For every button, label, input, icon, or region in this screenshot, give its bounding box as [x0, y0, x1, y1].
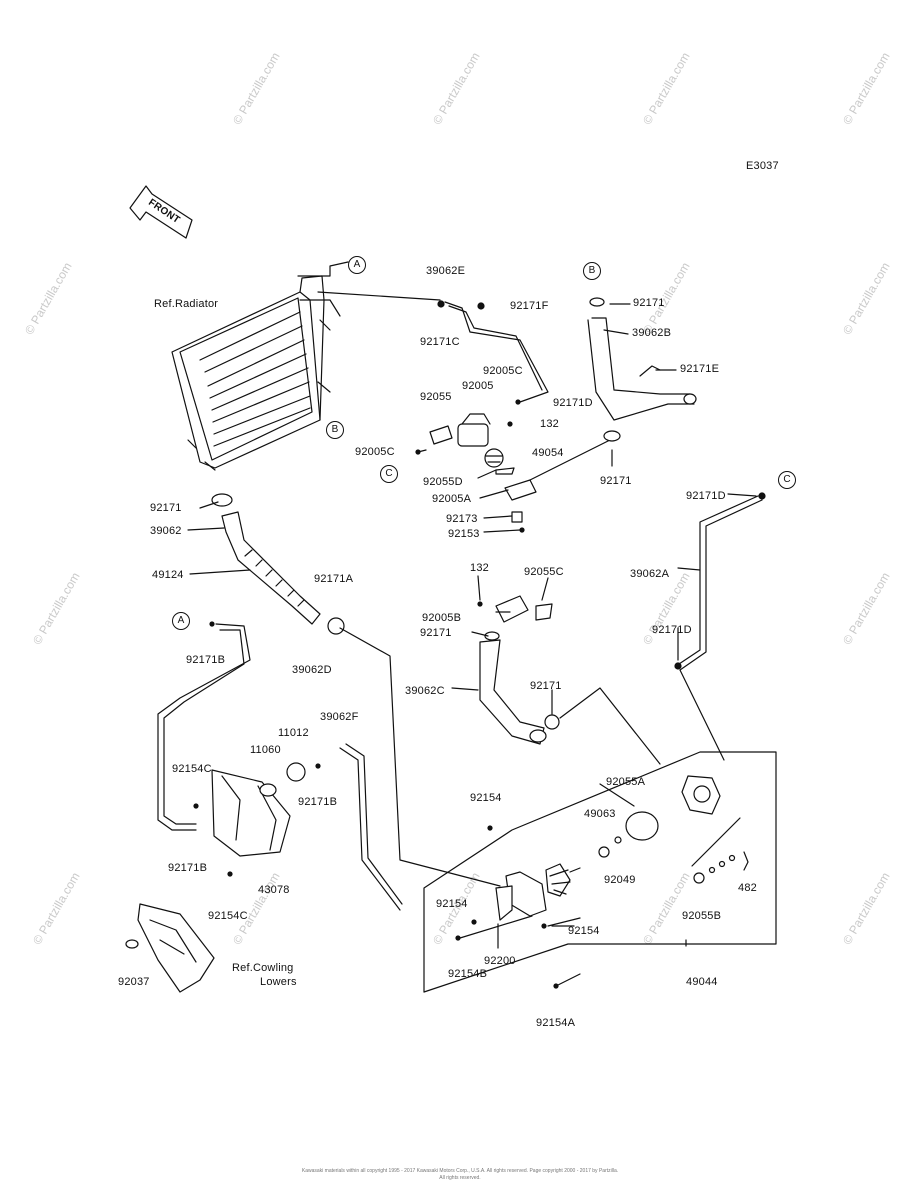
part-label: 92154C [208, 910, 248, 922]
part-label: 92171 [633, 297, 665, 309]
part-label: 92171B [168, 862, 208, 874]
part-label: 92171 [150, 502, 182, 514]
part-label: 482 [738, 882, 757, 894]
part-label: 92049 [604, 874, 636, 886]
leader-line [679, 669, 725, 761]
hose-39062d [157, 623, 251, 831]
part-label: 92153 [448, 528, 480, 540]
part-label: 92154B [448, 968, 488, 980]
front-arrow-icon [129, 185, 193, 239]
part-label: 92171 [420, 627, 452, 639]
part-label: 92171B [298, 796, 338, 808]
water-pump [455, 775, 749, 989]
part-label: 92037 [118, 976, 150, 988]
clamp-92171f [477, 302, 485, 310]
water-pump-group-border [423, 751, 777, 993]
hose-39062b [591, 317, 691, 395]
part-label: 92005A [432, 493, 472, 505]
marker-c: C [380, 465, 398, 483]
clamp-92171d [758, 492, 766, 500]
marker-a: A [348, 256, 366, 274]
hose-39062f [339, 747, 401, 911]
ref-cowling-label: Ref.Cowling [232, 962, 294, 974]
part-label: 43078 [258, 884, 290, 896]
part-label: 132 [470, 562, 489, 574]
part-label: 92154 [436, 898, 468, 910]
part-label: 92171C [420, 336, 460, 348]
leader-line [529, 439, 611, 481]
leader-line [691, 817, 741, 867]
part-label: 39062E [426, 265, 466, 277]
part-label: 92171D [553, 397, 593, 409]
leader-line [559, 687, 661, 765]
radiator-shape [171, 261, 349, 471]
part-label: 92171E [680, 363, 720, 375]
part-label: 92171D [686, 490, 726, 502]
part-label: 92055C [524, 566, 564, 578]
part-label: 92154 [568, 925, 600, 937]
part-label: 92055 [420, 391, 452, 403]
part-label: 92055B [682, 910, 722, 922]
copyright-footer: Kawasaki materials within all copyright … [301, 1168, 619, 1181]
part-label: 92200 [484, 955, 516, 967]
hose-49124 [221, 511, 321, 625]
ref-radiator-label: Ref.Radiator [154, 298, 219, 310]
part-label: 92154A [536, 1017, 576, 1029]
part-label: 11060 [250, 744, 281, 756]
diagram-code: E3037 [746, 160, 779, 172]
clamp-92171 [211, 493, 233, 507]
part-label: 39062 [150, 525, 182, 537]
part-label: 92171B [186, 654, 226, 666]
part-label: 92171F [510, 300, 549, 312]
ref-cowling-label-2: Lowers [260, 976, 297, 988]
marker-a: A [172, 612, 190, 630]
cowling-lowers [137, 903, 215, 993]
part-label: 39062F [320, 711, 359, 723]
part-label: 92171 [530, 680, 562, 692]
part-label: 92171A [314, 573, 354, 585]
part-label: 49124 [152, 569, 184, 581]
part-label: 92173 [446, 513, 478, 525]
part-label: 92005 [462, 380, 494, 392]
part-label: 11012 [278, 727, 309, 739]
fitting-92005b [477, 595, 553, 623]
part-label: 49054 [532, 447, 564, 459]
clamp-92171c [437, 300, 445, 308]
hose-39062e [444, 301, 549, 403]
clamp-92171 [603, 430, 621, 442]
clamp-92171e [639, 365, 661, 377]
part-label: 132 [540, 418, 559, 430]
thermostat-housing [415, 399, 537, 533]
leader-line [339, 627, 501, 887]
part-label: 92005B [422, 612, 462, 624]
clamp-92171 [544, 714, 560, 730]
part-label: 49044 [686, 976, 718, 988]
reservoir-tank [193, 762, 321, 877]
part-label: 39062A [630, 568, 670, 580]
part-label: 39062C [405, 685, 445, 697]
part-label: 92055A [606, 776, 646, 788]
marker-b: B [583, 262, 601, 280]
part-label: 92005C [483, 365, 523, 377]
part-label: 92171 [600, 475, 632, 487]
marker-c: C [778, 471, 796, 489]
part-label: 49063 [584, 808, 616, 820]
clamp-92171a [327, 617, 345, 635]
part-label: 39062D [292, 664, 332, 676]
part-label: 39062B [632, 327, 672, 339]
hose-39062c [479, 639, 545, 745]
clamp-92171 [589, 297, 605, 307]
hose-39062e-leader [317, 291, 441, 301]
clamp-92171 [484, 631, 500, 641]
part-label: 92154 [470, 792, 502, 804]
part-label: 92005C [355, 446, 395, 458]
clamp-92171d [674, 662, 682, 670]
part-label: 92154C [172, 763, 212, 775]
part-label: 92055D [423, 476, 463, 488]
hose-39062a [675, 495, 759, 667]
marker-b: B [326, 421, 344, 439]
part-label: 92171D [652, 624, 692, 636]
